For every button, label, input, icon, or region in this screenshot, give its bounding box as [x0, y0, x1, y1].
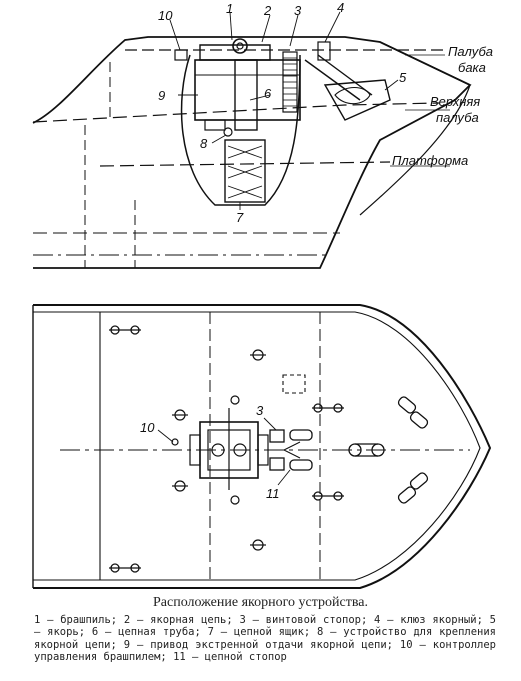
side-view-drawing: 10 1 2 3 4 5 6 7 8 9 Палуба бака Верхняя… — [32, 0, 493, 269]
figure-caption-legend: 1 — брашпиль; 2 — якорная цепь; 3 — винт… — [34, 614, 496, 664]
label-forecastle-deck-2: бака — [458, 60, 486, 75]
callout-2: 2 — [263, 3, 272, 18]
label-platform: Платформа — [392, 153, 468, 168]
label-upper-deck-1: Верхняя — [430, 94, 480, 109]
plan-callout-11: 11 — [266, 486, 280, 501]
callout-4: 4 — [337, 0, 344, 15]
callout-1: 1 — [226, 1, 233, 16]
callout-9: 9 — [158, 88, 165, 103]
callout-3: 3 — [294, 3, 302, 18]
label-upper-deck-2: палуба — [436, 110, 479, 125]
callout-10: 10 — [158, 8, 173, 23]
label-forecastle-deck-1: Палуба — [448, 44, 493, 59]
plan-view-drawing: 10 3 11 — [32, 304, 492, 589]
callout-5: 5 — [399, 70, 407, 85]
plan-callout-10: 10 — [140, 420, 155, 435]
figure-caption-title: Расположение якорного устройства. — [153, 595, 368, 610]
callout-8: 8 — [200, 136, 208, 151]
plan-callout-3: 3 — [256, 403, 264, 418]
callout-6: 6 — [264, 86, 272, 101]
callout-7: 7 — [236, 210, 244, 225]
